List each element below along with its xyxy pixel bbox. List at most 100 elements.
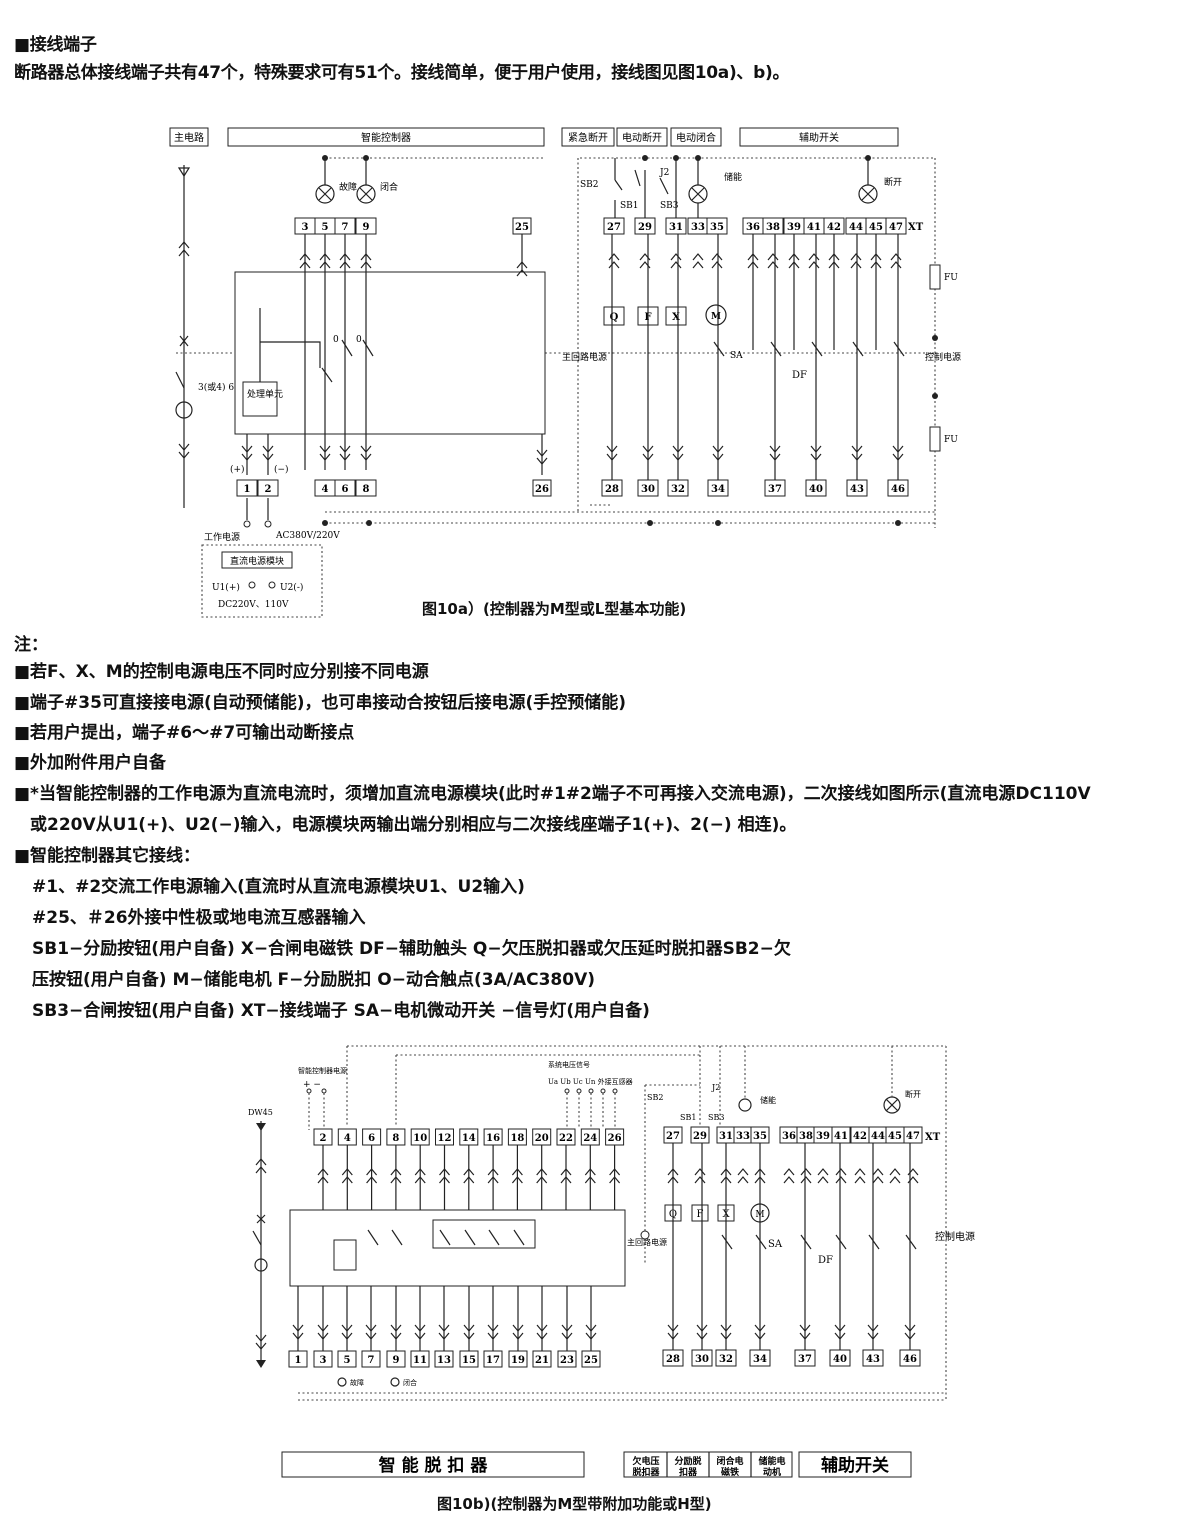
coil-f-b: F [697, 1209, 704, 1220]
b-terminal-5: 5 [344, 1355, 351, 1366]
sb1-label: SB1 [620, 201, 639, 211]
b-terminal-37: 37 [798, 1354, 812, 1365]
note-item: ■智能控制器其它接线： [14, 846, 201, 866]
b-terminal-32: 32 [719, 1354, 733, 1365]
b-terminal-14: 14 [462, 1133, 476, 1144]
terminal-37: 37 [768, 484, 782, 495]
b-terminal-13: 13 [437, 1355, 451, 1366]
fu-label-1: FU [944, 273, 958, 283]
b-terminal-30: 30 [695, 1354, 709, 1365]
header-main-circuit: 主电路 [174, 131, 204, 144]
b-terminal-41: 41 [834, 1131, 848, 1142]
b-terminal-46: 46 [903, 1354, 917, 1365]
note-item: ■若F、X、M的控制电源电压不同时应分别接不同电源 [14, 662, 429, 682]
storage-b-label: 储能 [760, 1095, 776, 1105]
sa-label: SA [730, 351, 743, 361]
b-terminal-8: 8 [392, 1133, 399, 1144]
zero-label-2: 0 [356, 335, 362, 345]
df-b-label: DF [818, 1255, 833, 1266]
terminal-7: 7 [342, 222, 349, 233]
b-terminal-6: 6 [368, 1133, 375, 1144]
footer-aux-switch: 辅助开关 [821, 1455, 889, 1476]
close-b-label: 闭合 [403, 1378, 417, 1387]
terminal-9: 9 [363, 222, 370, 233]
header-intelligent-controller: 智能控制器 [361, 131, 411, 144]
b-terminal-19: 19 [511, 1355, 525, 1366]
footer-group-line1: 欠电压 [632, 1455, 659, 1467]
terminal-30: 30 [641, 484, 655, 495]
break-b-label: 断开 [905, 1089, 921, 1099]
notes-title: 注： [14, 635, 48, 655]
b-terminal-25: 25 [584, 1355, 598, 1366]
footer-group-line2: 脱扣器 [632, 1466, 660, 1478]
footer-group-line1: 储能电 [758, 1455, 785, 1467]
minus-label: (−) [274, 464, 289, 475]
terminal-2: 2 [265, 484, 272, 495]
b-terminal-39: 39 [816, 1131, 830, 1142]
b-terminal-9: 9 [393, 1355, 400, 1366]
note-item: ■若用户提出，端子#6～#7可输出动断接点 [14, 723, 355, 743]
fault-label: 故障 [339, 181, 357, 193]
terminal-29: 29 [638, 222, 652, 233]
ac-label: AC380V/220V [275, 531, 340, 541]
terminal-38: 38 [766, 222, 780, 233]
b-terminal-28: 28 [666, 1354, 680, 1365]
terminal-28: 28 [605, 484, 619, 495]
storage-label: 储能 [724, 171, 742, 183]
b-terminal-12: 12 [438, 1133, 452, 1144]
control-power-label: 控制电源 [925, 351, 961, 363]
b-terminal-33: 33 [736, 1131, 750, 1142]
header-electric-close: 电动闭合 [676, 131, 716, 144]
b-terminal-22: 22 [559, 1133, 573, 1144]
note-sub-item: 压按钮(用户自备) M−储能电机 F−分励脱扣 O−动合触点(3A/AC380V… [32, 970, 596, 990]
footer-group-line2: 磁铁 [721, 1466, 739, 1478]
note-item: ■端子#35可直接接电源(自动预储能)，也可串接动合按钮后接电源(手控预储能) [14, 693, 627, 713]
u1-label: U1(+) [212, 582, 240, 593]
footer-group-line1: 分励脱 [674, 1455, 701, 1467]
terminal-44: 44 [849, 222, 863, 233]
terminal-8: 8 [363, 484, 370, 495]
terminal-42: 42 [827, 222, 841, 233]
terminal-27: 27 [607, 222, 621, 233]
b-terminal-2: 2 [320, 1133, 327, 1144]
processing-unit: 处理单元 [247, 388, 283, 400]
b-terminal-23: 23 [560, 1355, 574, 1366]
b-terminal-42: 42 [853, 1131, 867, 1142]
dc-module-label: 直流电源模块 [230, 555, 284, 567]
terminal-33: 33 [691, 222, 705, 233]
b-terminal-31: 31 [719, 1131, 733, 1142]
break-label: 断开 [884, 176, 902, 188]
b-terminal-7: 7 [368, 1355, 375, 1366]
terminal-43: 43 [850, 484, 864, 495]
footer-group-line1: 闭合电 [716, 1455, 743, 1467]
b-terminal-10: 10 [413, 1133, 427, 1144]
terminal-26: 26 [535, 484, 549, 495]
wiring-diagram-b: 智能控制器电源 + − 系统电压信号 Ua Ub Uc Un 外接互感器 DW4… [248, 1045, 975, 1478]
main-circuit-power-label: 主回路电源 [562, 351, 607, 363]
terminal-47: 47 [889, 222, 903, 233]
header-electric-break: 电动断开 [622, 131, 662, 144]
main-circuit-power-b-label: 主回路电源 [627, 1237, 667, 1247]
b-terminal-15: 15 [462, 1355, 476, 1366]
terminal-31: 31 [669, 222, 683, 233]
sb2-b-label: SB2 [647, 1093, 663, 1102]
wiring-diagram-a: 主电路 智能控制器 紧急断开 电动断开 电动闭合 辅助开关 3(或4) 6(或8… [169, 127, 961, 618]
sb3-label: SB3 [660, 201, 679, 211]
terminal-6: 6 [342, 484, 349, 495]
j2-label: J2 [659, 168, 669, 178]
terminal-45: 45 [869, 222, 883, 233]
terminal-32: 32 [671, 484, 685, 495]
b-terminal-40: 40 [833, 1354, 847, 1365]
control-power-b-label: 控制电源 [935, 1230, 975, 1243]
sb1-b-label: SB1 [680, 1113, 696, 1122]
terminal-3: 3 [302, 222, 309, 233]
dc-label: DC220V、110V [218, 600, 289, 610]
b-terminal-21: 21 [535, 1355, 549, 1366]
work-power-label: 工作电源 [204, 531, 240, 543]
